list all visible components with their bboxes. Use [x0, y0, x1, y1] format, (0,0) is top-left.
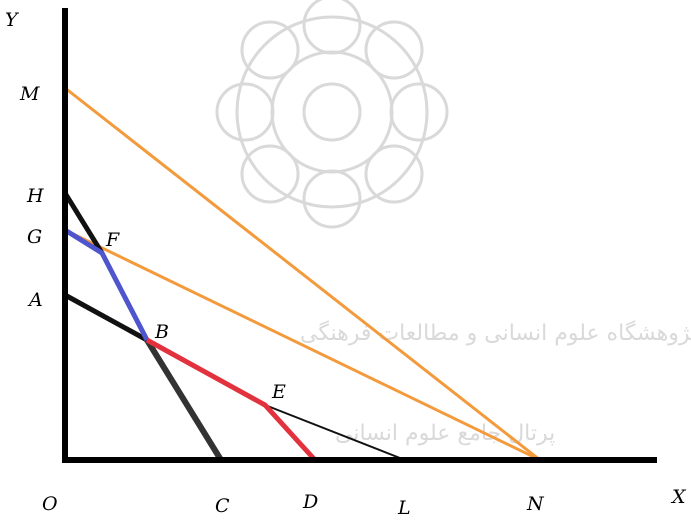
watermark-line-2: پرتال جامع علوم انسانی	[335, 421, 555, 446]
line-g-n	[64, 228, 541, 462]
point-label-n: N	[526, 493, 545, 515]
point-label-g: G	[27, 226, 42, 248]
point-label-d: D	[302, 491, 318, 513]
point-label-f: F	[105, 229, 120, 251]
x-axis-label: X	[670, 486, 687, 508]
segment-b-e-d	[145, 337, 317, 462]
point-label-b: B	[154, 321, 169, 343]
watermark-emblem	[215, 0, 449, 229]
line-e-l	[264, 404, 406, 461]
watermark-line-1: پژوهشگاه علوم انسانی و مطالعات فرهنگی	[300, 320, 691, 346]
point-label-e: E	[271, 381, 286, 403]
point-label-m: M	[19, 83, 40, 105]
line-m-n	[64, 86, 541, 462]
segment-b-c	[144, 338, 224, 462]
segment-h-f	[62, 191, 105, 255]
segment-g-f-b	[63, 227, 150, 342]
y-axis-label: Y	[5, 9, 20, 31]
point-label-a: A	[27, 289, 43, 311]
point-label-h: H	[26, 185, 44, 207]
point-label-c: C	[215, 495, 230, 517]
origin-label: O	[42, 493, 58, 515]
point-label-l: L	[397, 497, 411, 519]
segment-a-b	[63, 292, 149, 343]
